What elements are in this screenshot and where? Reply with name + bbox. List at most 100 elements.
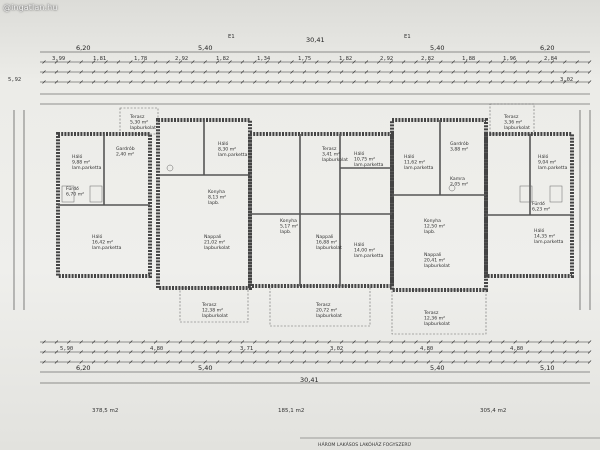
mark-e1-left: E1 [228,34,235,40]
bot-dim-2: 5,40 [198,364,212,372]
mark-e1-right: E1 [404,34,411,40]
room-area: 6,70 m² [66,192,84,198]
bot-dim-4: 5,40 [430,364,444,372]
room-area: 21,02 m² [204,240,225,246]
bot-dim-row2-3: 3,02 [330,346,343,352]
top-dim-row2-7: 1,82 [339,56,352,62]
bot-dim-row2-4: 4,80 [420,346,433,352]
room-area: 14,00 m² [354,248,375,254]
room-floor: lapburkolat [316,313,342,319]
room-floor: lam.parketta [92,245,122,251]
room-name: Terasz [321,146,337,152]
room-area: 2,05 m² [450,182,468,188]
room-area: 16,42 m² [92,240,113,246]
room-name: Háló [538,153,549,160]
room-floor: lapb. [280,229,291,235]
room-name: Háló [354,241,365,248]
room-name: Gardrób [450,140,469,147]
top-dim-row2-10: 1,88 [462,56,475,62]
room-name: Terasz [423,310,439,316]
room-floor: lam.parketta [538,165,568,171]
top-dim-row2-8: 2,92 [380,56,393,62]
room-name: Terasz [315,302,331,308]
top-dim-4: 5,40 [430,44,444,52]
room-area: 14,35 m² [534,234,555,240]
room-name: Gardrób [116,145,135,152]
total-area-right: 305,4 m2 [480,408,506,414]
room-area: 10,75 m² [354,157,375,163]
top-dim-row2-5: 1,34 [257,56,271,62]
room-area: 3,88 m² [450,147,468,153]
top-dim-1: 6,20 [76,44,90,52]
bot-dim-1: 6,20 [76,364,90,372]
room-floor: lam.parketta [218,152,248,158]
top-dim-row2-4: 1,82 [216,56,229,62]
room-area: 8,30 m² [218,147,236,153]
room-area: 9,88 m² [72,160,90,166]
room-name: Konyha [280,218,297,224]
bottom-dimension-ticks [42,340,592,364]
bot-dim-row2-2: 3,71 [240,346,253,352]
room-name: Kamra [450,176,465,182]
top-dim-row2-3: 2,92 [175,56,188,62]
top-dim-5: 6,20 [540,44,554,52]
room-floor: lapburkolat [424,263,450,269]
fixtures [61,164,563,203]
top-dim-total: 30,41 [306,36,325,44]
room-name: Háló [354,150,365,157]
total-area-left: 378,5 m2 [92,408,118,414]
room-area: 6,23 m² [532,207,550,213]
room-area: 3,36 m² [504,120,522,126]
room-name: Háló [218,140,229,147]
room-floor: lam.parketta [354,162,384,168]
room-area: 12,36 m² [424,316,445,322]
room-area: 16,88 m² [316,240,337,246]
room-area: 20,72 m² [316,308,337,314]
bot-dim-row2-5: 4,80 [510,346,523,352]
room-floor: lam.parketta [404,165,434,171]
room-area: 5,17 m² [280,224,298,230]
room-area: 11,62 m² [404,160,425,166]
room-floor: lam.parketta [354,253,384,259]
side-dimension-lines [13,110,591,310]
room-name: Nappali [424,252,441,258]
top-dim-2: 5,40 [198,44,212,52]
room-area: 9,04 m² [538,160,556,166]
bot-dim-total: 30,41 [300,376,319,384]
room-floor: lam.parketta [72,165,102,171]
room-floor: lapburkolat [204,245,230,251]
room-name: Nappali [316,234,333,240]
room-name: Konyha [208,189,225,195]
top-dim-right: 3,02 [560,77,573,83]
room-name: Fürdő [532,201,545,207]
room-name: Terasz [503,114,519,120]
room-floor: lapburkolat [316,245,342,251]
bot-dim-row2-1: 4,80 [150,346,163,352]
room-name: Háló [404,153,415,160]
watermark: @ingatlan.hu [3,3,58,12]
room-name: Fürdő [66,186,79,192]
room-area: 12,50 m² [424,224,445,230]
room-floor: lapburkolat [202,313,228,319]
top-dim-row2-6: 1,75 [298,56,311,62]
